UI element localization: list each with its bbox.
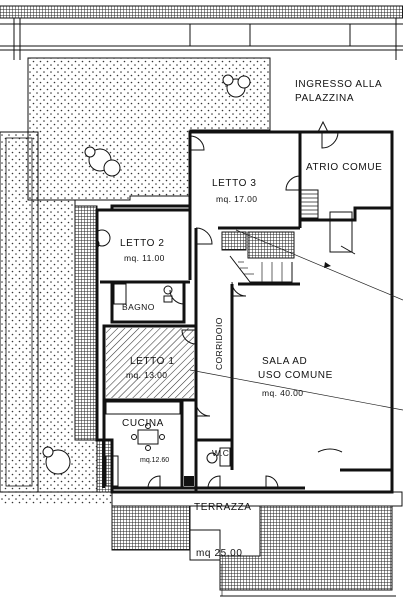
labels: INGRESSO ALLA PALAZZINA LETTO 3 mq. 17.0… xyxy=(120,79,382,559)
room-area-letto3: mq. 17.00 xyxy=(216,194,257,204)
room-name-letto3: LETTO 3 xyxy=(212,178,257,189)
garden-area xyxy=(0,57,271,504)
room-area-sala: mq. 40.00 xyxy=(262,388,303,398)
room-area-letto2: mq. 11.00 xyxy=(124,253,165,263)
room-name-letto2: LETTO 2 xyxy=(120,238,165,249)
room-area-letto1: mq. 13.00 xyxy=(126,370,167,380)
entrance-label-1: INGRESSO ALLA xyxy=(295,79,382,90)
room-name-corridoio: CORRIDOIO xyxy=(214,317,224,370)
room-name-wc: W.C. xyxy=(212,448,232,458)
room-name-sala: SALA AD xyxy=(262,356,307,367)
entrance-label-2: PALAZZINA xyxy=(295,93,354,104)
room-name-sala-2: USO COMUNE xyxy=(258,370,333,381)
staircase xyxy=(221,189,353,286)
letto1-hatch xyxy=(106,328,194,398)
room-name-letto1: LETTO 1 xyxy=(130,356,175,367)
room-name-atrio: ATRIO COMUE xyxy=(306,162,382,173)
room-area-cucina: mq.12.60 xyxy=(140,457,169,464)
top-fence xyxy=(0,5,403,60)
room-area-terrazza: mq 25,00 xyxy=(196,548,243,559)
doors xyxy=(147,120,356,489)
section-line xyxy=(189,229,403,411)
room-name-bagno: BAGNO xyxy=(122,302,155,312)
room-name-terrazza: TERRAZZA xyxy=(194,502,252,513)
room-name-cucina: CUCINA xyxy=(122,418,164,429)
terrace xyxy=(111,491,403,597)
fixtures xyxy=(105,283,343,487)
